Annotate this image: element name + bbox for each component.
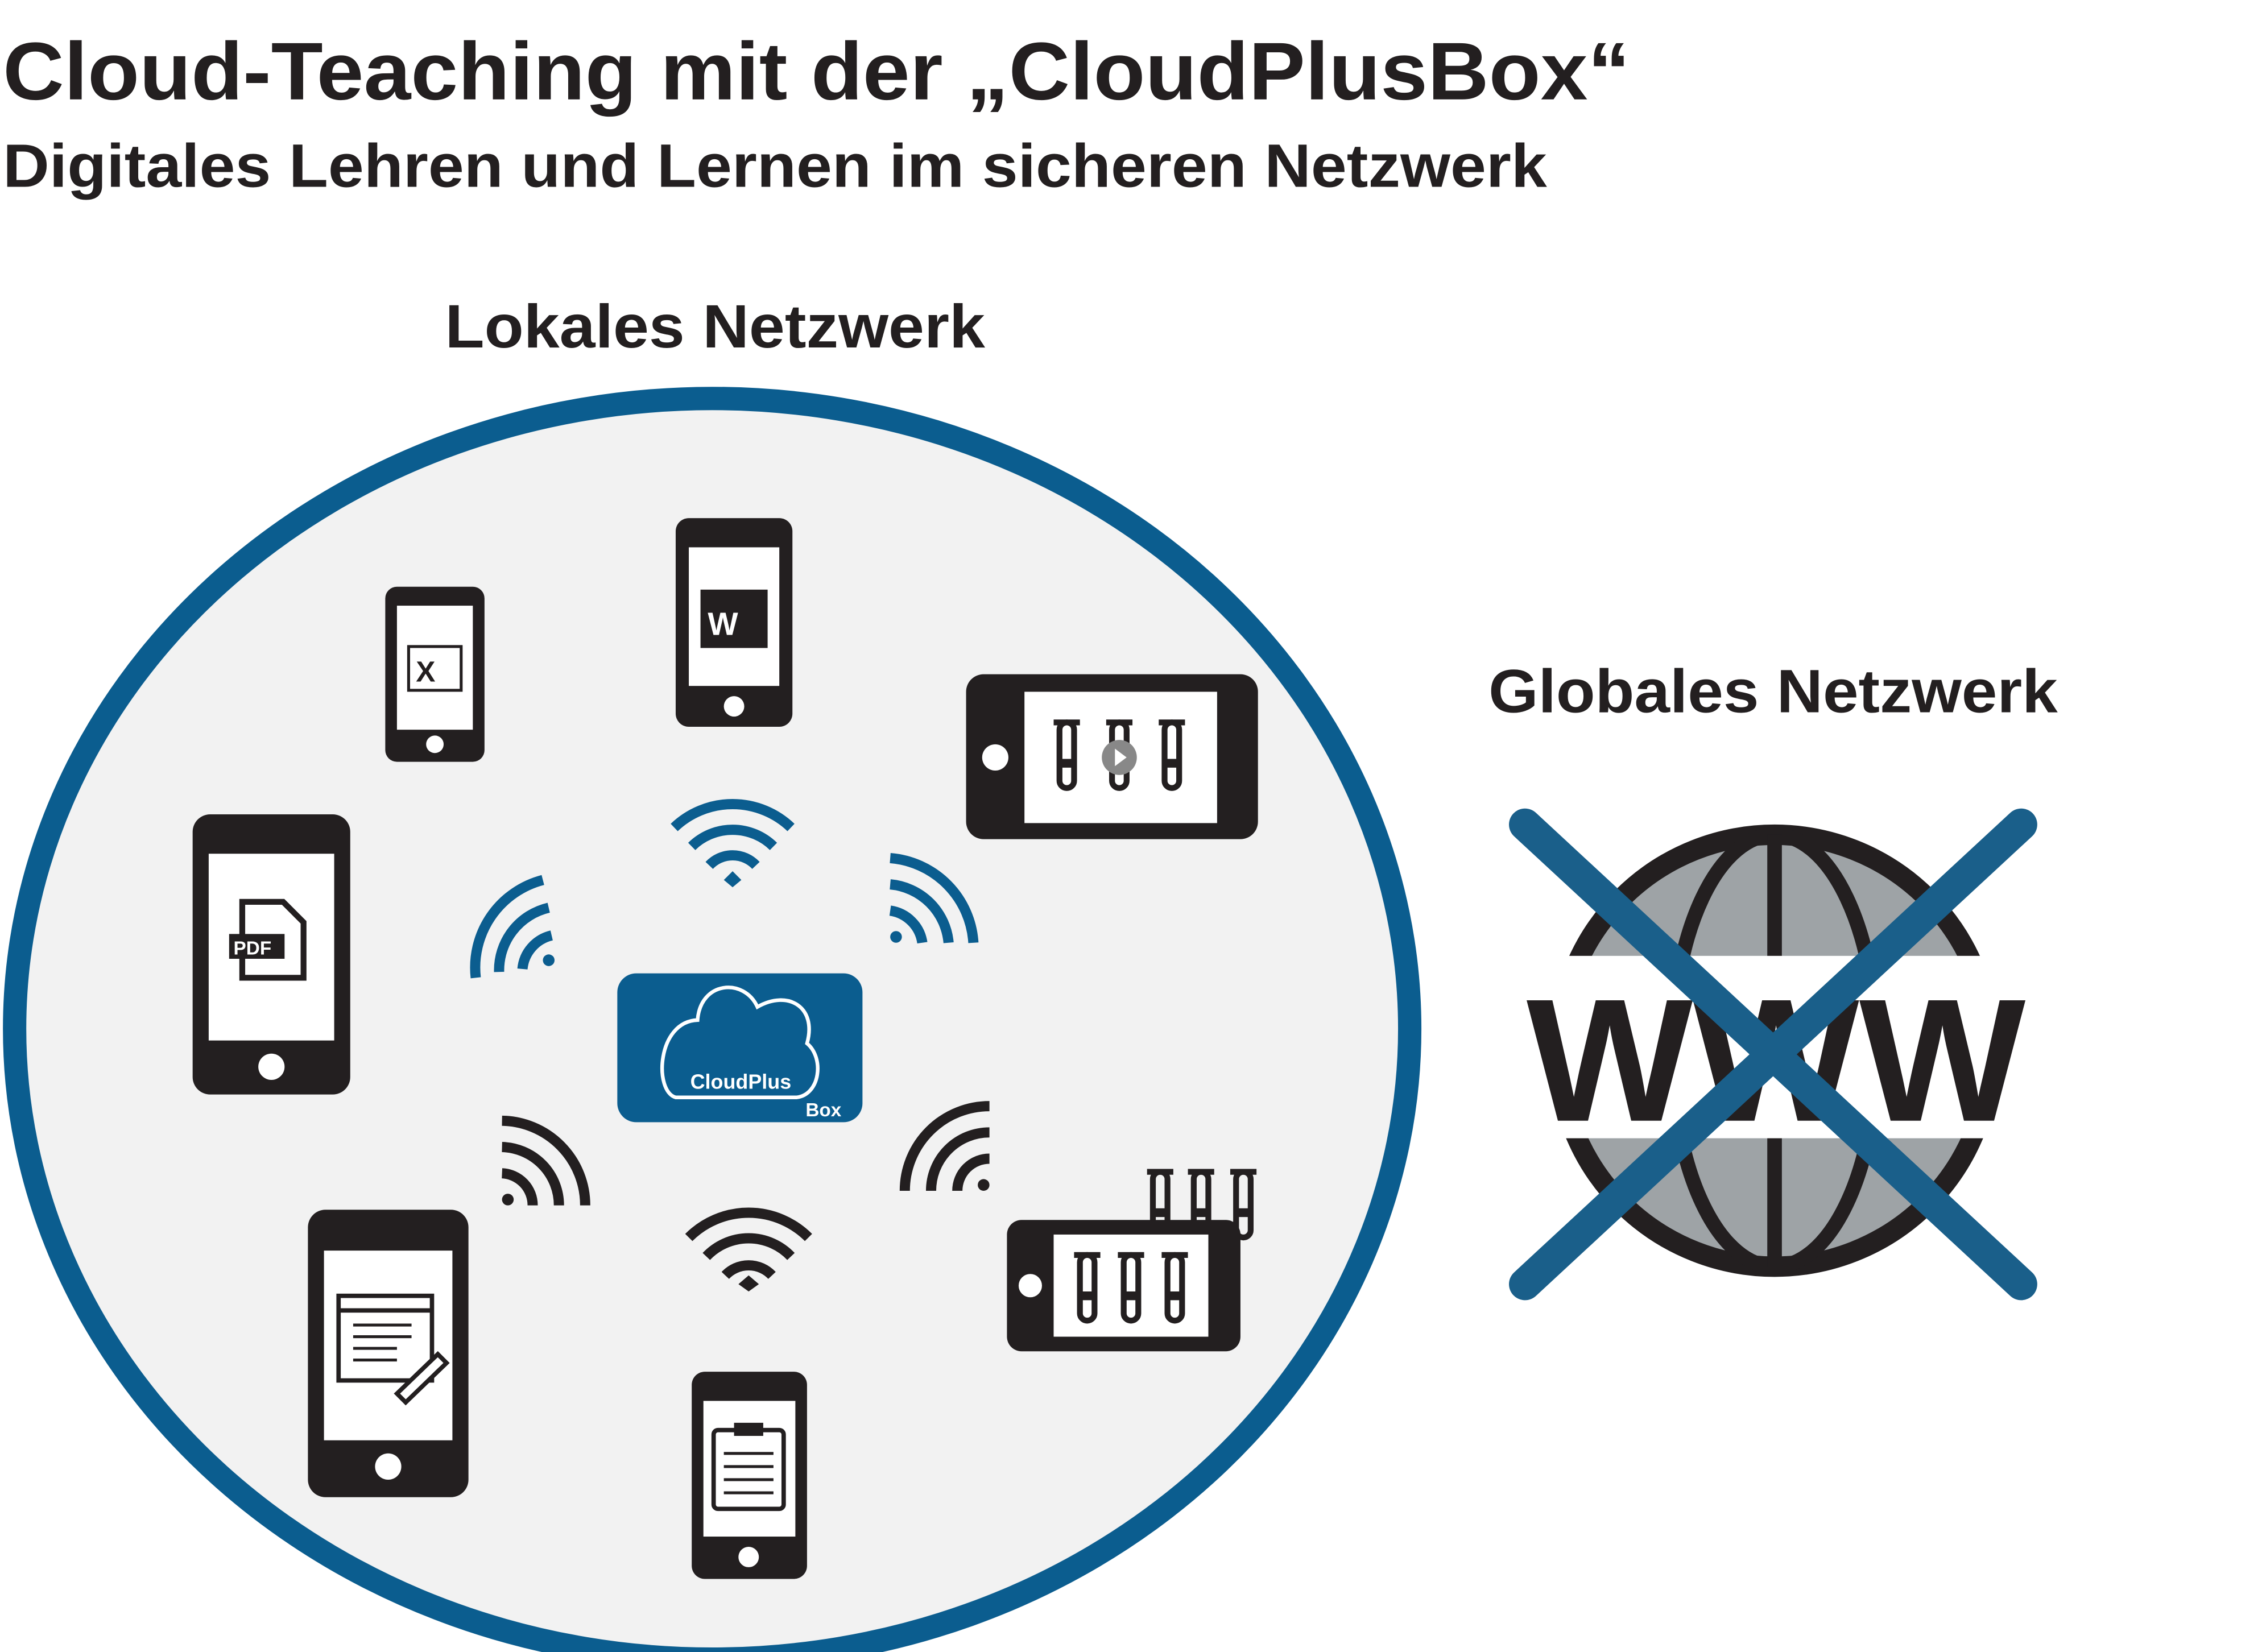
excel-phone: X — [385, 586, 485, 762]
wifi-icon-top — [671, 799, 795, 888]
document-edit-phone — [308, 1210, 469, 1497]
lab-tablet — [1007, 1172, 1256, 1352]
pdf-phone: PDF — [192, 814, 350, 1095]
word-phone: W — [675, 518, 793, 727]
cloudplus-box: CloudPlus Box — [617, 973, 863, 1123]
pdf-icon — [239, 899, 307, 981]
wifi-icon-lower-right — [899, 1101, 990, 1191]
local-network-label: Lokales Netzwerk — [445, 292, 986, 361]
document-icon — [336, 1293, 435, 1383]
pdf-letters: PDF — [234, 938, 272, 959]
cloud-icon — [660, 986, 820, 1099]
word-letter: W — [708, 606, 738, 641]
clipboard-phone — [692, 1372, 807, 1579]
global-network-label: Globales Netzwerk — [1488, 656, 2058, 725]
wifi-icon-right — [889, 852, 979, 944]
cloudplus-name: CloudPlus — [690, 1070, 792, 1093]
video-tablet — [966, 674, 1258, 839]
box-suffix: Box — [805, 1100, 841, 1121]
page-title: Cloud-Teaching mit der „CloudPlusBox“ — [3, 26, 1630, 117]
wifi-icon-bottom — [685, 1207, 812, 1291]
page-subtitle: Digitales Lehren und Lernen im sicheren … — [3, 131, 1548, 200]
blocked-x-icon — [1509, 808, 2037, 1301]
excel-letter: X — [416, 655, 435, 688]
wifi-icon-left — [470, 875, 555, 979]
pencil-icon — [394, 1351, 450, 1406]
wifi-icon-lower-left — [501, 1115, 590, 1206]
word-icon — [700, 589, 768, 648]
excel-icon — [407, 645, 463, 692]
